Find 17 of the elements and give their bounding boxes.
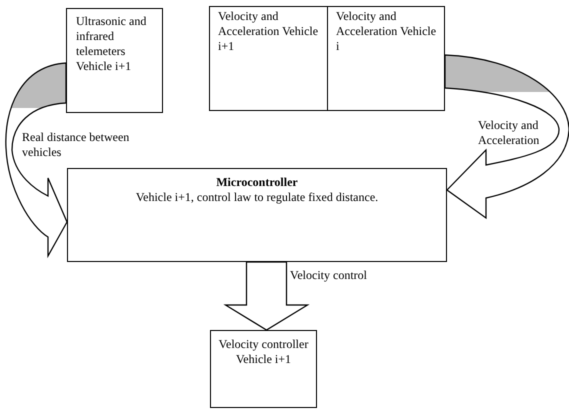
process-box <box>209 6 328 111</box>
box-text: Ultrasonic and infrared telemeters Vehicle i+1 <box>76 14 148 74</box>
block-arrow <box>223 261 310 331</box>
edge-label: Velocity control <box>290 268 367 283</box>
edge-label: Velocity and Acceleration <box>478 118 540 148</box>
box-heading: Microcontroller <box>215 175 299 190</box>
process-box <box>67 168 447 262</box>
box-text: Velocity and Acceleration Vehicle i+1 <box>218 9 320 54</box>
process-box <box>327 6 445 111</box>
box-text: Velocity controller Vehicle i+1 <box>218 337 310 367</box>
block-arrow <box>444 54 569 219</box>
edge-label: Real distance between vehicles <box>22 130 130 160</box>
box-text: Vehicle i+1, control law to regulate fixed distance. <box>134 190 380 205</box>
block-arrow <box>5 62 68 257</box>
process-box <box>210 330 317 408</box>
box-text: Velocity and Acceleration Vehicle i <box>336 9 438 54</box>
process-box <box>66 8 163 113</box>
